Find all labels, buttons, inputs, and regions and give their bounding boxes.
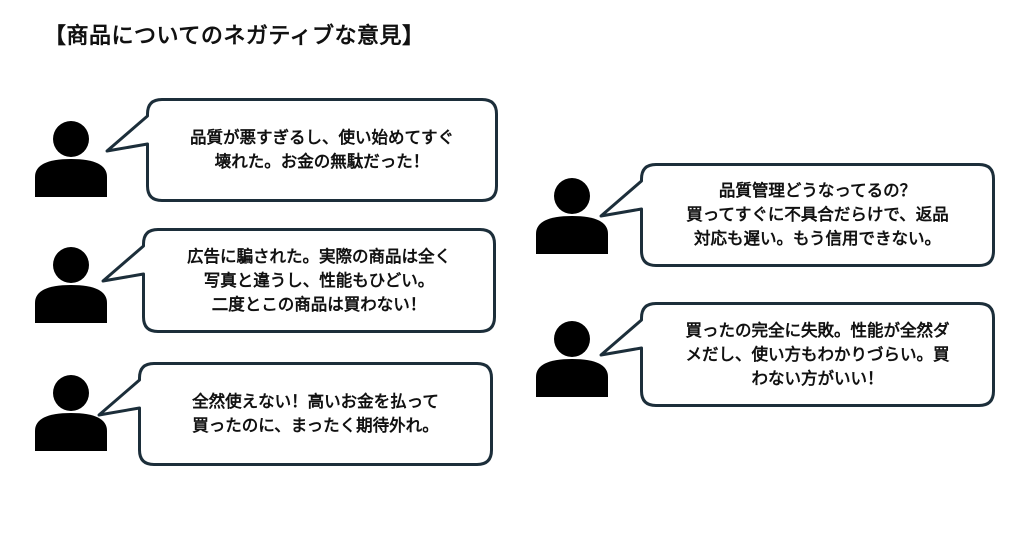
- page-title: 【商品についてのネガティブな意見】: [44, 24, 425, 49]
- bubble-shape: [599, 163, 995, 267]
- comment-text: 買ったの完全に失敗。性能が全然ダ メだし、使い方もわかりづらい。買 わない方がい…: [685, 320, 950, 388]
- comment-text: 広告に騙された。実際の商品は全く 写真と違うし、性能もひどい。 二度とこの商品は…: [187, 246, 451, 314]
- bubble-shape: [599, 302, 995, 407]
- comment-text: 品質管理どうなってるの？ 買ってすぐに不具合だらけで、返品 対応も遅い。もう信用…: [686, 181, 949, 248]
- speech-bubble: 全然使えない！高いお金を払って 買ったのに、まったく期待外れ。: [97, 362, 493, 466]
- person-icon: [35, 375, 107, 451]
- person-icon: [536, 321, 608, 397]
- speech-bubble: 買ったの完全に失敗。性能が全然ダ メだし、使い方もわかりづらい。買 わない方がい…: [599, 302, 995, 407]
- speech-bubble: 品質管理どうなってるの？ 買ってすぐに不具合だらけで、返品 対応も遅い。もう信用…: [599, 163, 995, 267]
- bubble-shape: [105, 98, 498, 202]
- comment-text: 全然使えない！高いお金を払って 買ったのに、まったく期待外れ。: [192, 392, 439, 435]
- speech-bubble: 品質が悪すぎるし、使い始めてすぐ 壊れた。お金の無駄だった！: [105, 98, 498, 202]
- comment-text: 品質が悪すぎるし、使い始めてすぐ 壊れた。お金の無駄だった！: [190, 128, 454, 171]
- bubble-shape: [97, 362, 493, 466]
- bubble-shape: [101, 228, 496, 333]
- person-icon: [536, 178, 608, 254]
- speech-bubble: 広告に騙された。実際の商品は全く 写真と違うし、性能もひどい。 二度とこの商品は…: [101, 228, 496, 333]
- person-icon: [35, 121, 107, 197]
- person-icon: [35, 247, 107, 323]
